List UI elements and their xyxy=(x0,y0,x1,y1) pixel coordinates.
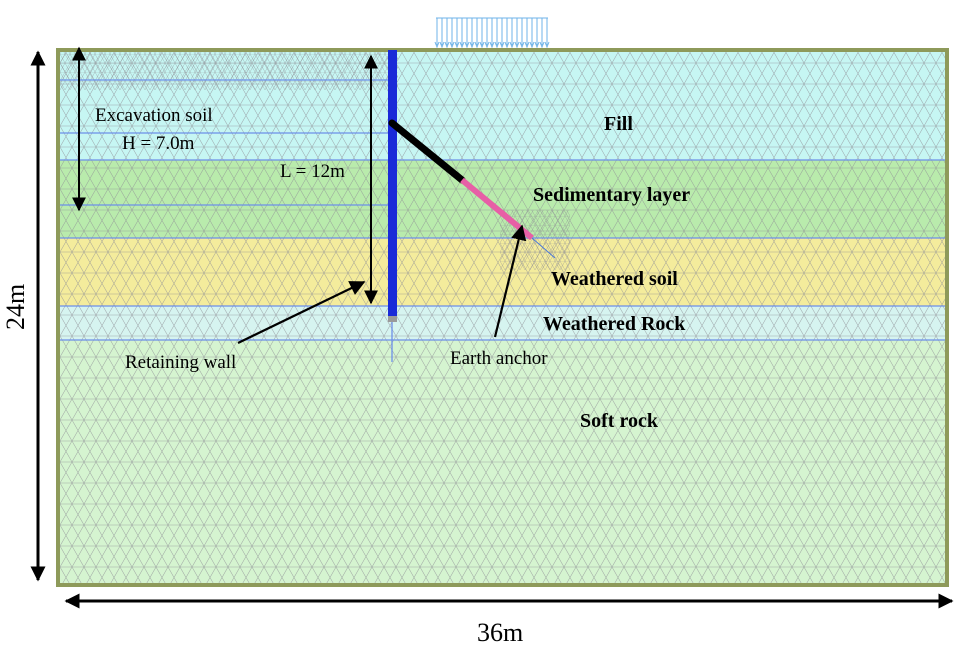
height-dimension-label: 24m xyxy=(1,284,30,330)
layer-label-weathered-rock: Weathered Rock xyxy=(543,313,686,335)
retaining-wall-pointer xyxy=(237,281,366,344)
load-arrow-head xyxy=(444,41,450,49)
retaining-wall xyxy=(388,50,397,320)
retaining-wall-label: Retaining wall xyxy=(125,352,236,373)
mesh-overlay xyxy=(58,50,947,585)
load-arrow-head xyxy=(449,41,455,49)
layer-label-soft-rock: Soft rock xyxy=(580,410,659,432)
anchor-free-length xyxy=(388,119,466,184)
load-arrow-head xyxy=(464,41,470,49)
load-arrow-head xyxy=(484,41,490,49)
load-arrow-head xyxy=(509,41,515,49)
load-arrow-head xyxy=(454,41,460,49)
soil-layers xyxy=(58,50,947,585)
anchor-tail xyxy=(531,237,556,259)
layer-label-sedimentary: Sedimentary layer xyxy=(533,184,690,206)
load-arrow-head xyxy=(504,41,510,49)
layer-label-weathered-soil: Weathered soil xyxy=(551,268,678,290)
earth-anchor-pointer xyxy=(493,224,527,338)
load-arrow-head xyxy=(519,41,525,49)
load-arrow-head xyxy=(529,41,535,49)
model-boundary xyxy=(56,48,949,587)
load-arrow-head xyxy=(439,41,445,49)
wall-length-label: L = 12m xyxy=(280,161,345,182)
load-arrow-head xyxy=(499,41,505,49)
load-arrow-head xyxy=(489,41,495,49)
load-arrow-head xyxy=(514,41,520,49)
load-arrow-head xyxy=(539,41,545,49)
surcharge-load xyxy=(434,17,550,49)
load-arrow-head xyxy=(479,41,485,49)
load-arrow-head xyxy=(544,41,550,49)
load-arrow-head xyxy=(494,41,500,49)
load-arrow-head xyxy=(469,41,475,49)
mesh-refined-surface xyxy=(58,50,398,90)
load-arrow-head xyxy=(459,41,465,49)
earth-anchor-label: Earth anchor xyxy=(450,348,548,369)
width-dimension-label: 36m xyxy=(477,618,523,645)
excavation-soil-label: Excavation soil xyxy=(95,105,213,126)
load-arrow-head xyxy=(524,41,530,49)
load-arrow-head xyxy=(474,41,480,49)
layer-label-fill: Fill xyxy=(604,113,633,135)
wall-toe xyxy=(388,316,397,322)
excavation-depth-label: H = 7.0m xyxy=(122,133,195,154)
load-arrow-head xyxy=(534,41,540,49)
load-arrow-head xyxy=(434,41,440,49)
